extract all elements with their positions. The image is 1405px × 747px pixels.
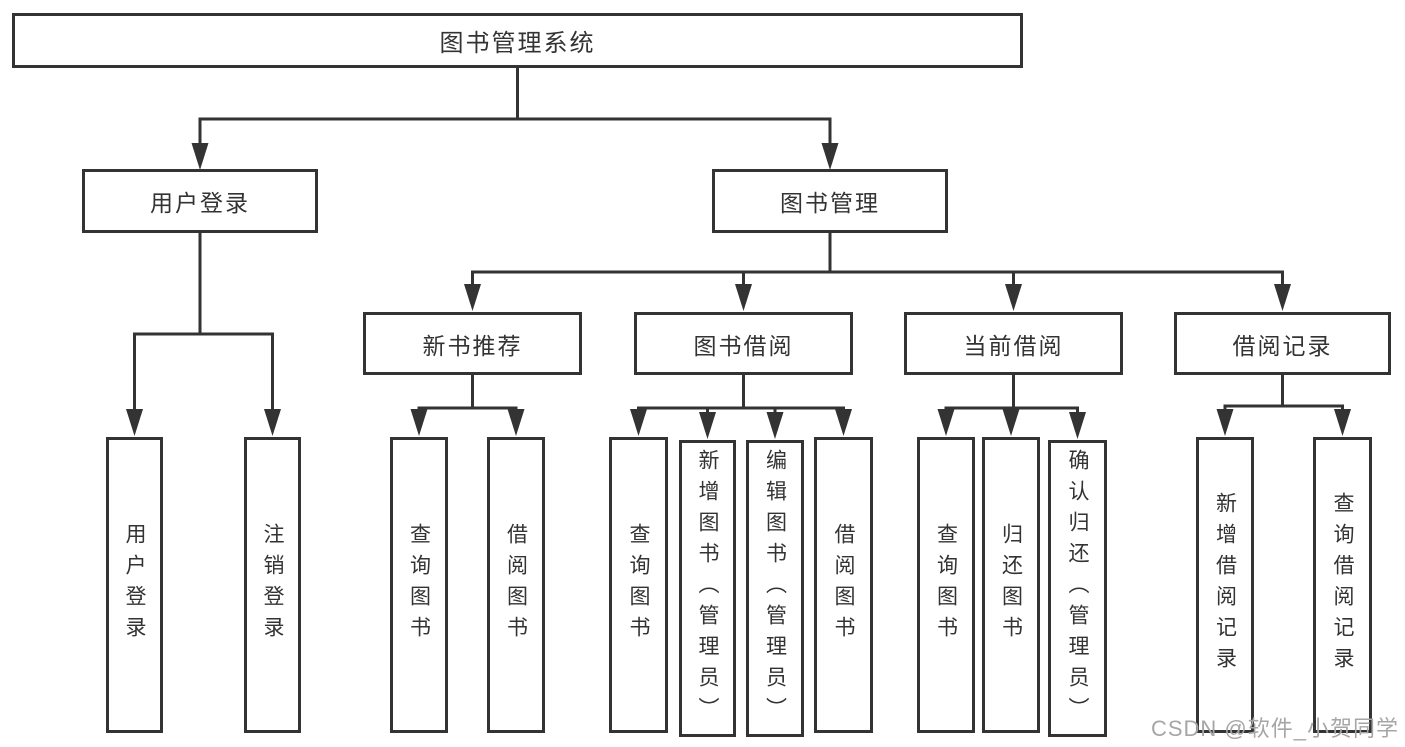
leaf-borrow-book-label: 借阅图书	[832, 523, 855, 647]
leaf-query-book-recommend-label: 查询图书	[407, 523, 431, 647]
leaf-edit-book-admin: 编辑图书（管理员）	[746, 440, 804, 737]
leaf-query-book-borrow-label: 查询图书	[627, 523, 650, 647]
node-library-system-label: 图书管理系统	[439, 30, 596, 57]
leaf-add-book-admin-label: 新增图书（管理员）	[696, 449, 719, 728]
leaf-add-borrow-record-label: 新增借阅记录	[1213, 492, 1237, 678]
node-library-system: 图书管理系统	[12, 13, 1023, 68]
leaf-edit-book-admin-label: 编辑图书（管理员）	[763, 449, 787, 728]
node-new-book-recommend-label: 新书推荐	[422, 332, 523, 359]
node-borrow-records-label: 借阅记录	[1232, 332, 1333, 359]
node-book-borrow: 图书借阅	[634, 312, 853, 375]
node-book-management-label: 图书管理	[780, 190, 880, 216]
leaf-add-borrow-record: 新增借阅记录	[1196, 437, 1254, 733]
leaf-logout: 注销登录	[244, 437, 301, 733]
leaf-query-borrow-record: 查询借阅记录	[1313, 437, 1372, 733]
leaf-user-login: 用户登录	[106, 437, 163, 733]
leaf-query-borrow-record-label: 查询借阅记录	[1331, 492, 1354, 678]
node-current-borrow-label: 当前借阅	[963, 332, 1064, 359]
leaf-borrow-book: 借阅图书	[814, 437, 873, 733]
leaf-confirm-return-admin-label: 确认归还（管理员）	[1066, 449, 1089, 728]
leaf-borrow-book-recommend-label: 借阅图书	[504, 523, 528, 647]
leaf-add-book-admin: 新增图书（管理员）	[679, 440, 736, 737]
csdn-watermark: CSDN @软件_小贺同学	[1150, 716, 1399, 741]
node-borrow-records: 借阅记录	[1174, 312, 1391, 375]
arrowheads	[126, 143, 1351, 439]
node-book-management: 图书管理	[712, 169, 948, 233]
node-user-login: 用户登录	[82, 169, 318, 233]
leaf-query-book-borrow: 查询图书	[609, 437, 668, 733]
leaf-borrow-book-recommend: 借阅图书	[487, 437, 545, 733]
node-new-book-recommend: 新书推荐	[363, 312, 582, 375]
node-user-login-label: 用户登录	[150, 190, 250, 216]
leaf-return-book-label: 归还图书	[999, 523, 1023, 647]
leaf-logout-label: 注销登录	[261, 523, 284, 647]
leaf-confirm-return-admin: 确认归还（管理员）	[1048, 440, 1107, 737]
leaf-query-book-current: 查询图书	[917, 437, 975, 733]
leaf-query-book-current-label: 查询图书	[934, 523, 958, 647]
leaf-return-book: 归还图书	[982, 437, 1040, 733]
leaf-user-login-label: 用户登录	[123, 523, 146, 647]
node-current-borrow: 当前借阅	[904, 312, 1123, 375]
node-book-borrow-label: 图书借阅	[693, 332, 794, 359]
leaf-query-book-recommend: 查询图书	[390, 437, 448, 733]
